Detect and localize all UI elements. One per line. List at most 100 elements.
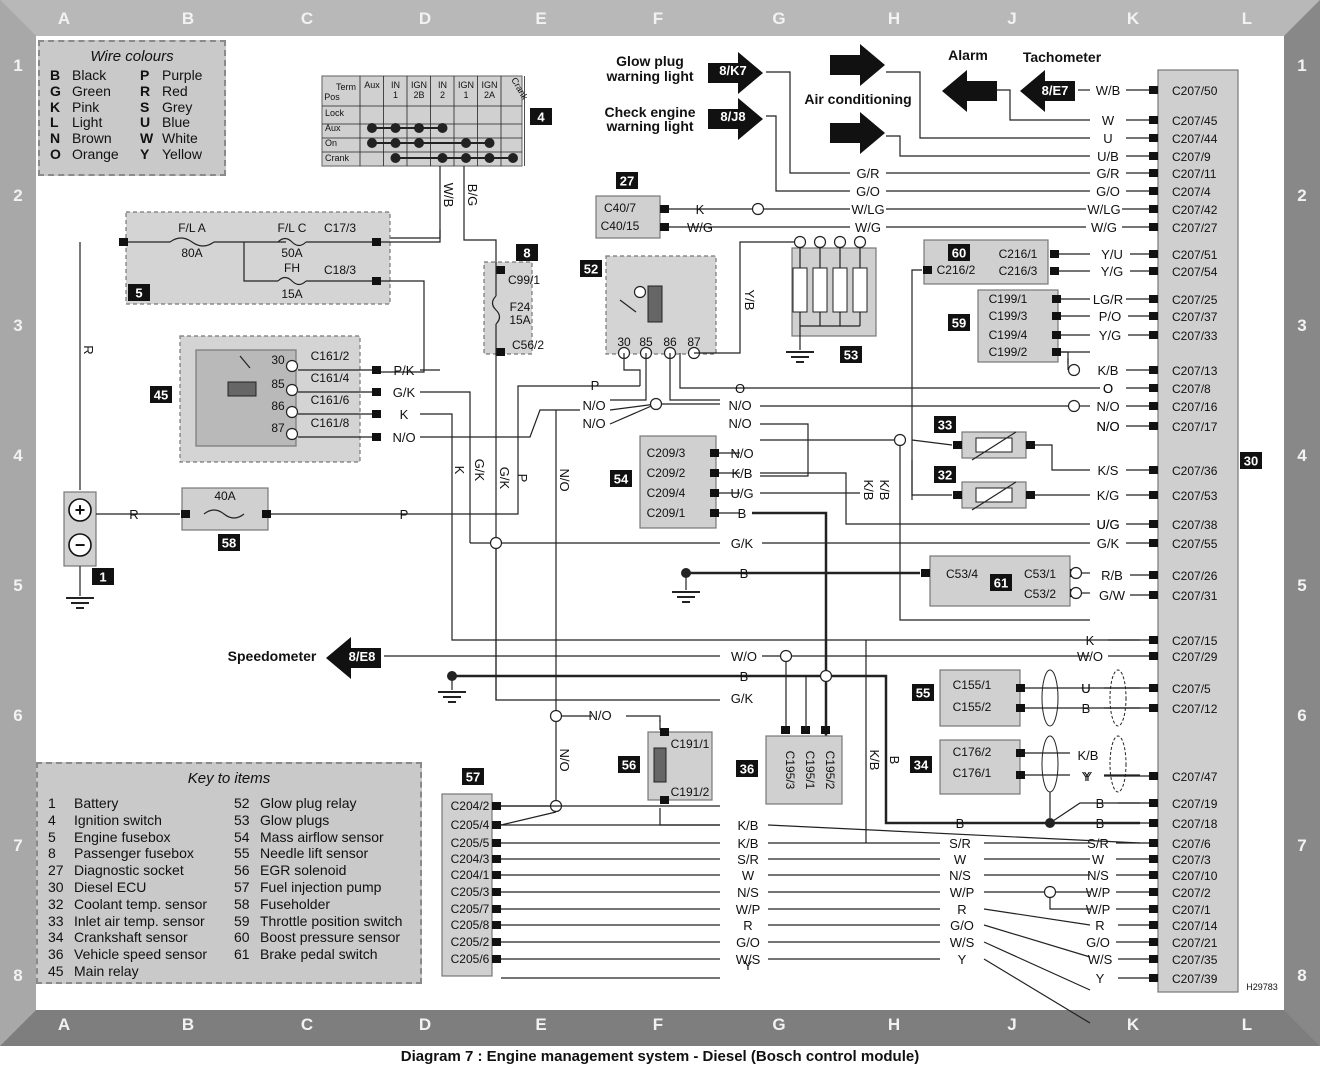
item-60-badge-bg	[948, 244, 970, 261]
pin-c209-3	[710, 509, 719, 517]
splice-diag	[751, 202, 765, 216]
grid-row-5-r: 5	[1297, 576, 1307, 595]
pump-pin-3: C204/3	[451, 852, 490, 866]
wire-c17-out	[381, 230, 441, 243]
ref-aircon-arrow-2	[830, 112, 885, 154]
grid-col-B-top: B	[181, 9, 195, 28]
ref-speedo-arrow	[326, 637, 381, 679]
key-to-items-title: Key to items	[187, 770, 271, 787]
item-30-badge: 30	[1244, 454, 1258, 469]
ign-dot-3-0	[390, 153, 401, 163]
relay52-pin-87: 87	[687, 335, 701, 349]
ign-dot-1-1	[390, 123, 401, 133]
wire-label-yb: Y/B	[742, 290, 757, 311]
conn-c209-3: C209/1	[647, 506, 686, 520]
wire-label-r-2: R	[129, 507, 138, 522]
fuse-fh-symbol	[277, 276, 307, 286]
relay45-pin-85: 85	[271, 377, 285, 391]
main-relay-contact	[239, 355, 251, 369]
ign-col-1-0: IN	[391, 80, 400, 90]
pump-conn-1	[492, 821, 501, 829]
wire-label-c209-1: K/B	[732, 466, 753, 481]
ecu-wire-22: G/W	[1099, 588, 1126, 603]
conn-c40-7: C40/7	[604, 201, 636, 215]
grid-row-7-r: 7	[1297, 836, 1307, 855]
ecu-pin-label-12: C207/33	[1172, 329, 1218, 343]
grid-col-E-bot: E	[535, 1015, 547, 1034]
ecu-pin-label-31: C207/3	[1172, 853, 1211, 867]
pump-pin-0: C204/2	[451, 799, 490, 813]
ecu-wire-37: W/S	[1088, 952, 1113, 967]
relay45-pin-30: 30	[271, 353, 285, 367]
ecu-pin-31	[1149, 855, 1158, 863]
wire-label-wo: W/O	[731, 649, 757, 664]
ecu-pin-26	[1149, 704, 1158, 712]
conn-c209-1: C209/2	[647, 466, 686, 480]
item-8-badge-bg	[516, 244, 538, 261]
ref-aircon-arrow-1	[830, 44, 885, 86]
pump-mid-b-7	[983, 941, 1091, 991]
ref-check-text-1: Check engine	[604, 104, 695, 120]
item-58-badge: 58	[222, 536, 236, 551]
wire-label-o-2: O	[1103, 381, 1113, 396]
pin-c195-2	[821, 726, 830, 734]
grid-row-8-l: 8	[13, 966, 23, 985]
wire-label-wlg: W/LG	[851, 202, 884, 217]
sensor-32-resistor	[975, 487, 1013, 503]
splice-c53-1	[1069, 566, 1083, 580]
pin-c209-2	[710, 489, 719, 497]
ecu-pin-label-15: C207/16	[1172, 400, 1218, 414]
grid-col-H-top: H	[887, 9, 901, 28]
pump-mid-b-6	[983, 924, 1091, 958]
relay45-pin-86: 86	[271, 399, 285, 413]
pin-c199-1	[1052, 312, 1061, 320]
fuse-fh-rating: 15A	[281, 287, 302, 301]
conn-c216-2: C216/2	[937, 263, 976, 277]
pump-wire-label-3: S/R	[737, 852, 759, 867]
splice-wo	[779, 649, 793, 663]
grid-col-L-bot: L	[1241, 1015, 1253, 1034]
ecu-pin-label-6: C207/42	[1172, 203, 1218, 217]
conn-c176-1: C176/1	[953, 766, 992, 780]
sensor-32-arrow	[971, 481, 1017, 511]
wire-label-no-egr: N/O	[588, 708, 611, 723]
wire-k-main	[440, 413, 1140, 641]
splice-kb	[1067, 363, 1081, 377]
splice-b-main	[819, 669, 833, 683]
battery-neg	[68, 533, 92, 557]
pump-conn-7	[492, 921, 501, 929]
pump-mid-label-3: N/S	[949, 868, 971, 883]
ecu-pin-3	[1149, 152, 1158, 160]
pump-wire-label-9: W/S	[736, 952, 761, 967]
ign-col-1-1: 1	[393, 90, 398, 100]
item-59-badge: 59	[952, 316, 966, 331]
pin-c191-2	[660, 796, 669, 804]
ecu-wire-3: U/B	[1097, 149, 1119, 164]
ref-glow-arrow	[708, 52, 763, 94]
grid-col-J-top: J	[1007, 9, 1017, 28]
wire-label-p-v: P	[515, 474, 530, 483]
pin-32-a	[953, 491, 962, 499]
ecu-wire-7: W/G	[1091, 220, 1117, 235]
ref-tacho-code: 8/E7	[1042, 83, 1069, 98]
grid-row-3-r: 3	[1297, 316, 1307, 335]
ecu-pin-label-34: C207/1	[1172, 903, 1211, 917]
ecu-pin-33	[1149, 888, 1158, 896]
item-54-badge: 54	[614, 472, 629, 487]
ecu-pin-4	[1149, 169, 1158, 177]
ecu-pin-label-36: C207/21	[1172, 936, 1218, 950]
pump-pin-7: C205/8	[451, 918, 490, 932]
item-55-badge: 55	[916, 686, 930, 701]
ecu-pin-18	[1149, 491, 1158, 499]
ecu-pin-label-0: C207/50	[1172, 84, 1218, 98]
ign-row-2: On	[325, 138, 337, 148]
ecu-wire-19: U/G	[1096, 517, 1119, 532]
item-34-badge-bg	[910, 756, 932, 773]
